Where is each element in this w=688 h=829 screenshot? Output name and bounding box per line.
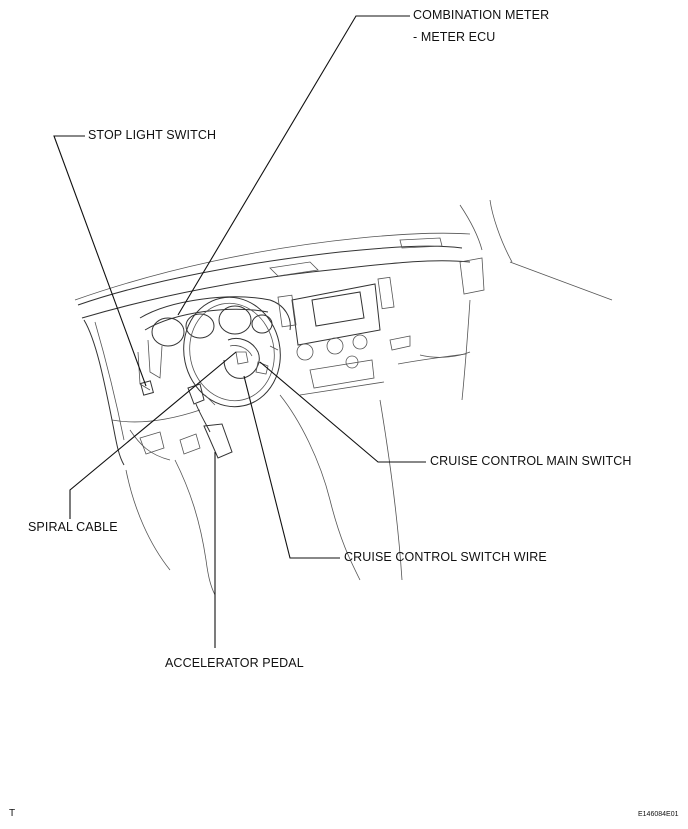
combination-meter-cluster	[137, 296, 291, 391]
label-cruise-control-switch-wire: CRUISE CONTROL SWITCH WIRE	[344, 550, 547, 564]
label-spiral-cable: SPIRAL CABLE	[28, 520, 118, 534]
leader-stop-light-switch	[53, 135, 147, 387]
label-meter-ecu: - METER ECU	[413, 30, 496, 44]
label-cruise-control-main-switch: CRUISE CONTROL MAIN SWITCH	[430, 454, 632, 468]
leader-combination-meter	[177, 15, 410, 316]
dashboard-top	[77, 237, 471, 319]
label-stop-light-switch: STOP LIGHT SWITCH	[88, 128, 217, 142]
corner-mark: T	[9, 808, 16, 819]
leader-cruise-control-switch-wire	[243, 375, 340, 559]
leader-cruise-control-main-switch	[259, 361, 426, 463]
figure-code: E146084E01	[638, 811, 679, 818]
steering-wheel	[183, 296, 281, 408]
stop-light-switch-shape	[140, 380, 154, 396]
windshield-outline	[74, 199, 613, 301]
label-combination-meter: COMBINATION METER	[413, 8, 550, 22]
lower-dashboard	[83, 299, 471, 596]
label-accelerator-pedal: ACCELERATOR PEDAL	[165, 656, 304, 670]
leader-spiral-cable	[69, 351, 237, 519]
center-stack	[277, 257, 485, 396]
accelerator-pedal-shape	[187, 383, 233, 459]
leader-lines	[53, 15, 426, 648]
